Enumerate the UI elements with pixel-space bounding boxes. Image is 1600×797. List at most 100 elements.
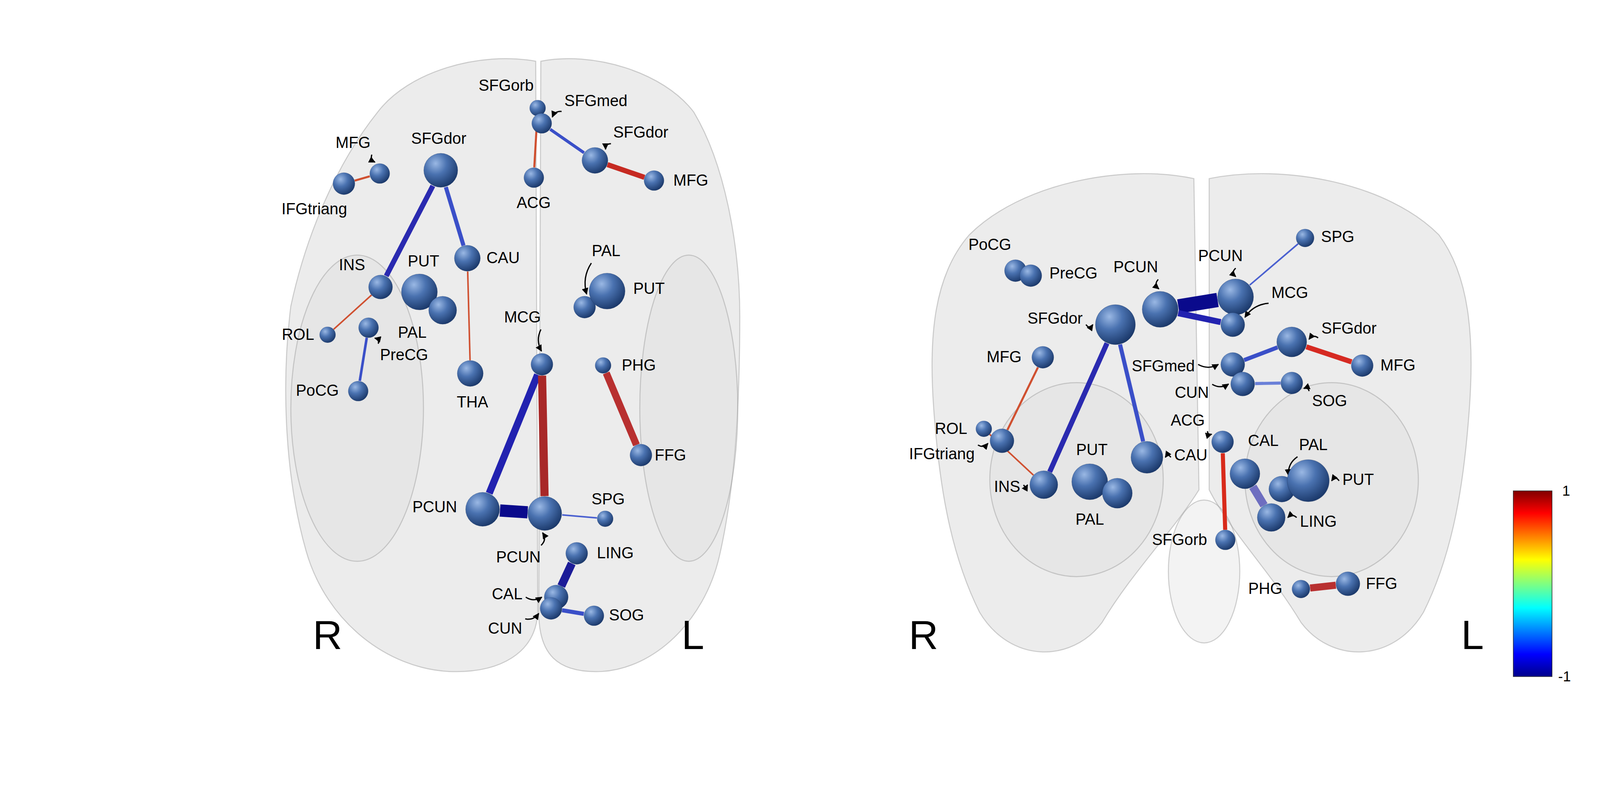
connectivity-edge	[354, 176, 370, 181]
leader-arrow	[1155, 279, 1159, 289]
connectivity-edge	[1309, 584, 1336, 588]
sphere	[1276, 326, 1308, 358]
side-marker: L	[1461, 612, 1484, 658]
sphere	[1215, 529, 1236, 550]
sphere	[530, 352, 554, 376]
region-node: PreCG	[358, 317, 379, 338]
sphere	[1019, 264, 1042, 287]
region-label: PoCG	[295, 381, 339, 400]
sphere	[581, 147, 609, 174]
region-node: CAL	[1229, 458, 1261, 489]
connectivity-edge	[1244, 347, 1278, 361]
lobe-outline	[1244, 382, 1419, 577]
region-label: FFG	[654, 446, 687, 465]
leader-arrow	[1023, 484, 1028, 487]
region-node: CAU	[1130, 440, 1164, 474]
region-node: ROL	[319, 326, 336, 343]
region-node: PHG	[594, 357, 612, 374]
region-label: PreCG	[379, 346, 428, 364]
sphere	[527, 495, 563, 531]
sphere	[456, 360, 484, 387]
connectivity-edge	[467, 271, 471, 361]
region-node: SPG	[596, 510, 614, 527]
region-node: SFGdor	[1094, 304, 1136, 346]
region-label: CUN	[1174, 384, 1209, 402]
region-label: PAL	[1075, 510, 1105, 529]
sphere	[428, 295, 457, 325]
leader-arrow	[1165, 454, 1171, 457]
sphere	[1335, 571, 1361, 596]
connectivity-edge	[445, 186, 464, 246]
connectivity-edge	[1254, 382, 1281, 384]
region-label: ACG	[516, 194, 551, 212]
leader-arrow	[525, 596, 542, 600]
leader-arrow	[552, 111, 562, 118]
region-label: PoCG	[968, 236, 1011, 254]
hemisphere-outline	[538, 58, 740, 672]
region-label: SFGdor	[411, 130, 467, 148]
region-label: PUT	[1075, 441, 1108, 459]
region-node: MCG	[1220, 312, 1245, 337]
brainstem-outline	[1168, 499, 1240, 643]
sphere	[465, 491, 501, 527]
region-node: PCUN	[1217, 278, 1255, 316]
region-node: PoCG	[348, 380, 369, 402]
connectivity-edge	[489, 374, 538, 494]
sphere	[1295, 228, 1315, 247]
lobe-outline	[290, 255, 424, 562]
leader-arrow	[1309, 335, 1319, 339]
side-marker: R	[312, 612, 343, 658]
region-label: THA	[456, 393, 489, 411]
region-label: MFG	[335, 134, 371, 152]
region-label: MCG	[504, 308, 542, 327]
region-node: INS	[1029, 470, 1059, 499]
leader-arrow	[1331, 478, 1339, 481]
connectivity-edge	[607, 164, 645, 178]
region-label: SFGmed	[564, 92, 628, 110]
region-label: PAL	[1298, 436, 1328, 454]
region-label: CAU	[1174, 446, 1208, 465]
sphere	[1130, 440, 1164, 474]
region-node: ACG	[1211, 430, 1234, 453]
sphere	[1256, 502, 1286, 532]
sphere	[358, 317, 379, 338]
region-node: PCUN	[465, 491, 501, 527]
connectivity-edge	[500, 510, 528, 513]
region-label: SFGdor	[613, 123, 669, 142]
leader-arrow	[1212, 384, 1229, 387]
leader-arrow	[525, 613, 539, 619]
lobe-outline	[639, 255, 738, 562]
sphere	[1230, 371, 1255, 397]
region-label: PHG	[621, 356, 656, 375]
region-label: PAL	[592, 242, 621, 260]
connectivity-edge	[561, 563, 572, 586]
region-label: FFG	[1365, 575, 1398, 593]
region-node: IFGtriang	[332, 172, 356, 195]
region-label: PAL	[398, 323, 427, 342]
sphere	[1141, 290, 1179, 328]
leader-arrow	[1198, 364, 1219, 368]
region-node: SFGdor	[1276, 326, 1308, 358]
region-node: PCUN	[527, 495, 563, 531]
region-node: THA	[456, 360, 484, 387]
region-label: SOG	[1312, 392, 1347, 410]
colorbar	[1513, 490, 1553, 677]
sphere	[1031, 345, 1054, 369]
region-label: PHG	[1248, 580, 1283, 598]
sphere	[588, 272, 626, 310]
region-node: MFG	[1031, 345, 1054, 369]
leader-arrow	[1085, 324, 1093, 327]
region-label: INS	[338, 256, 365, 274]
sphere	[1229, 458, 1261, 489]
region-node: IFGtriang	[989, 428, 1015, 453]
leader-arrow	[538, 329, 542, 351]
region-node: SFGmed	[531, 113, 552, 134]
sphere	[368, 274, 393, 300]
sphere	[454, 244, 481, 272]
region-node: PAL	[428, 295, 457, 325]
sphere	[1211, 430, 1234, 453]
region-label: CUN	[488, 619, 523, 638]
leader-arrow	[541, 532, 545, 546]
